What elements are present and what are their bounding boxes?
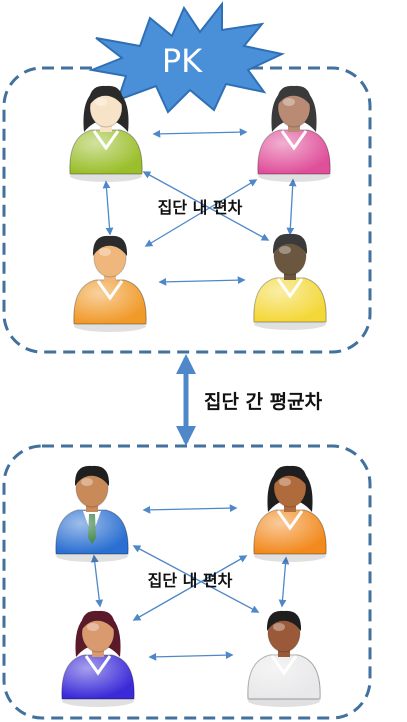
within-group-label-top: 집단 내 편차 xyxy=(158,198,243,217)
person-bottom-bottom-right xyxy=(247,610,321,707)
within-group-label-bottom: 집단 내 편차 xyxy=(148,571,233,590)
arrow-bottom-diagonal-b xyxy=(132,555,248,621)
person-top-bottom-left xyxy=(73,235,147,332)
person-bottom-top-left xyxy=(55,465,129,562)
pk-burst: PK xyxy=(88,1,286,114)
group-frame-bottom xyxy=(2,444,372,720)
person-top-top-left xyxy=(69,85,143,182)
pk-label: PK xyxy=(162,42,203,80)
arrow-bottom-horizontal-upper xyxy=(142,504,238,514)
between-groups-label: 집단 간 평균차 xyxy=(204,391,323,413)
arrow-top-vertical-right xyxy=(286,178,297,236)
arrow-bottom-vertical-left xyxy=(90,554,104,608)
arrows-bottom xyxy=(90,504,290,661)
arrow-bottom-horizontal-lower xyxy=(148,651,234,661)
person-bottom-bottom-left xyxy=(61,610,135,707)
arrow-top-vertical-left xyxy=(102,180,114,236)
person-top-bottom-right xyxy=(253,233,327,330)
arrow-bottom-vertical-right xyxy=(278,556,290,608)
person-bottom-top-right xyxy=(253,465,327,562)
people-bottom xyxy=(55,465,327,707)
arrow-top-diagonal-b xyxy=(144,179,258,247)
arrows-top xyxy=(102,128,297,286)
arrow-top-horizontal-upper xyxy=(152,128,248,138)
arrow-top-horizontal-lower xyxy=(158,276,246,286)
person-top-top-right xyxy=(257,85,331,182)
people-top xyxy=(69,85,331,332)
